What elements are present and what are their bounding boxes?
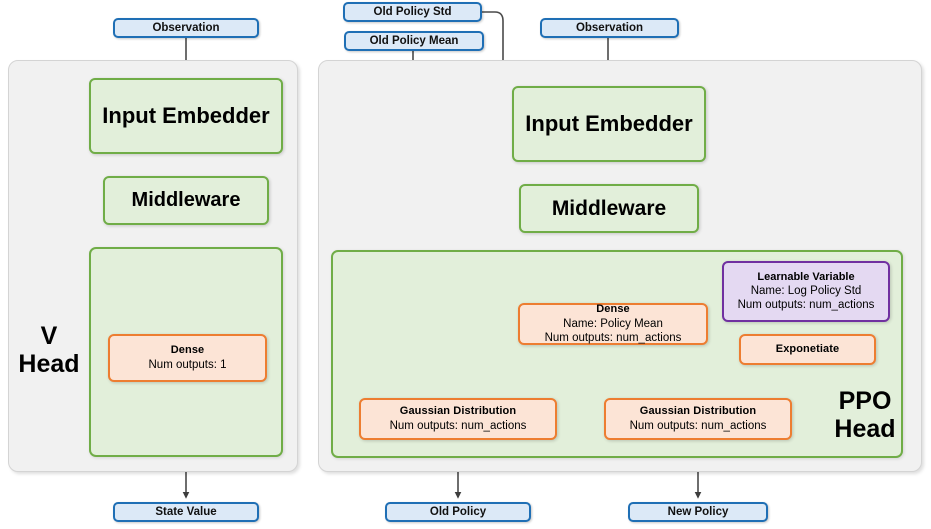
ppo-learnable-variable-num-outputs: Num outputs: num_actions: [737, 299, 875, 312]
v-input-embedder-label: Input Embedder: [102, 103, 270, 128]
ppo-head-label: PPO Head: [820, 380, 910, 450]
v-input-embedder-node[interactable]: Input Embedder: [89, 78, 283, 154]
output-old-policy-label: Old Policy: [429, 506, 487, 518]
v-middleware-label: Middleware: [131, 189, 241, 211]
v-dense-num-outputs: Num outputs: 1: [148, 358, 227, 371]
output-new-policy[interactable]: New Policy: [628, 502, 768, 522]
output-state-value-label: State Value: [155, 506, 217, 518]
v-dense-node[interactable]: Dense Num outputs: 1: [108, 334, 267, 382]
ppo-gaussian-new-num-outputs: Num outputs: num_actions: [629, 419, 767, 432]
ppo-dense-title: Dense: [596, 303, 630, 316]
ppo-learnable-variable-title: Learnable Variable: [757, 270, 855, 283]
input-old-policy-mean-label: Old Policy Mean: [369, 35, 459, 47]
ppo-exponetiate-node[interactable]: Exponetiate: [739, 334, 876, 365]
ppo-gaussian-new-node[interactable]: Gaussian Distribution Num outputs: num_a…: [604, 398, 792, 440]
input-observation-left[interactable]: Observation: [113, 18, 259, 38]
input-old-policy-mean[interactable]: Old Policy Mean: [344, 31, 484, 51]
ppo-learnable-variable-name: Name: Log Policy Std: [750, 285, 862, 298]
input-observation-right[interactable]: Observation: [540, 18, 679, 38]
output-new-policy-label: New Policy: [667, 506, 729, 518]
input-observation-left-label: Observation: [152, 22, 220, 34]
ppo-dense-policy-mean-node[interactable]: Dense Name: Policy Mean Num outputs: num…: [518, 303, 708, 345]
ppo-dense-name: Name: Policy Mean: [563, 317, 663, 330]
ppo-middleware-node[interactable]: Middleware: [519, 184, 699, 233]
ppo-input-embedder-label: Input Embedder: [525, 111, 693, 136]
v-head-label-line2: Head: [18, 350, 80, 378]
input-observation-right-label: Observation: [575, 22, 644, 34]
output-old-policy[interactable]: Old Policy: [385, 502, 531, 522]
ppo-gaussian-old-num-outputs: Num outputs: num_actions: [389, 419, 527, 432]
ppo-middleware-label: Middleware: [551, 196, 667, 220]
v-head-label: V Head: [14, 300, 84, 400]
ppo-gaussian-old-title: Gaussian Distribution: [399, 405, 517, 418]
v-middleware-node[interactable]: Middleware: [103, 176, 269, 225]
ppo-input-embedder-node[interactable]: Input Embedder: [512, 86, 706, 162]
ppo-gaussian-new-title: Gaussian Distribution: [639, 405, 757, 418]
ppo-head-label-line2: Head: [834, 415, 896, 443]
output-state-value[interactable]: State Value: [113, 502, 259, 522]
v-dense-title: Dense: [170, 344, 205, 357]
ppo-head-label-line1: PPO: [838, 387, 892, 415]
ppo-learnable-variable-node[interactable]: Learnable Variable Name: Log Policy Std …: [722, 261, 890, 322]
v-head-label-line1: V: [40, 322, 58, 350]
input-old-policy-std[interactable]: Old Policy Std: [343, 2, 482, 22]
ppo-dense-num-outputs: Num outputs: num_actions: [544, 331, 682, 344]
input-old-policy-std-label: Old Policy Std: [373, 6, 452, 18]
ppo-exponetiate-title: Exponetiate: [775, 342, 840, 355]
ppo-gaussian-old-node[interactable]: Gaussian Distribution Num outputs: num_a…: [359, 398, 557, 440]
